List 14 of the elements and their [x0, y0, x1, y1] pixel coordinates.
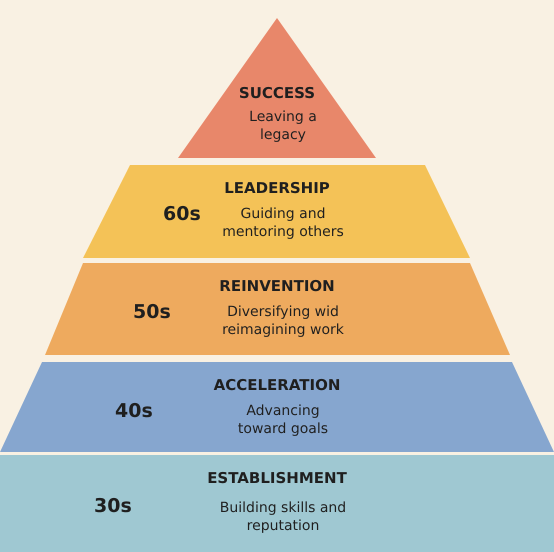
age-label: 30s [94, 495, 132, 517]
tier-heading: ACCELERATION [214, 376, 340, 394]
tier-heading: SUCCESS [238, 84, 316, 102]
age-label: 60s [163, 203, 201, 225]
age-label: 50s [133, 301, 171, 323]
tier-heading: ESTABLISHMENT [207, 469, 347, 487]
tier-description: Advancing toward goals [236, 402, 330, 438]
tier-description: Building skills and reputation [218, 499, 348, 535]
tier-description: Diversifying wid reimagining work [221, 303, 345, 339]
tier-heading: REINVENTION [219, 277, 335, 295]
tier-description: Guiding and mentoring others [221, 205, 345, 241]
tier-description: Leaving a legacy [248, 108, 318, 144]
tier-heading: LEADERSHIP [224, 179, 330, 197]
age-label: 40s [115, 400, 153, 422]
